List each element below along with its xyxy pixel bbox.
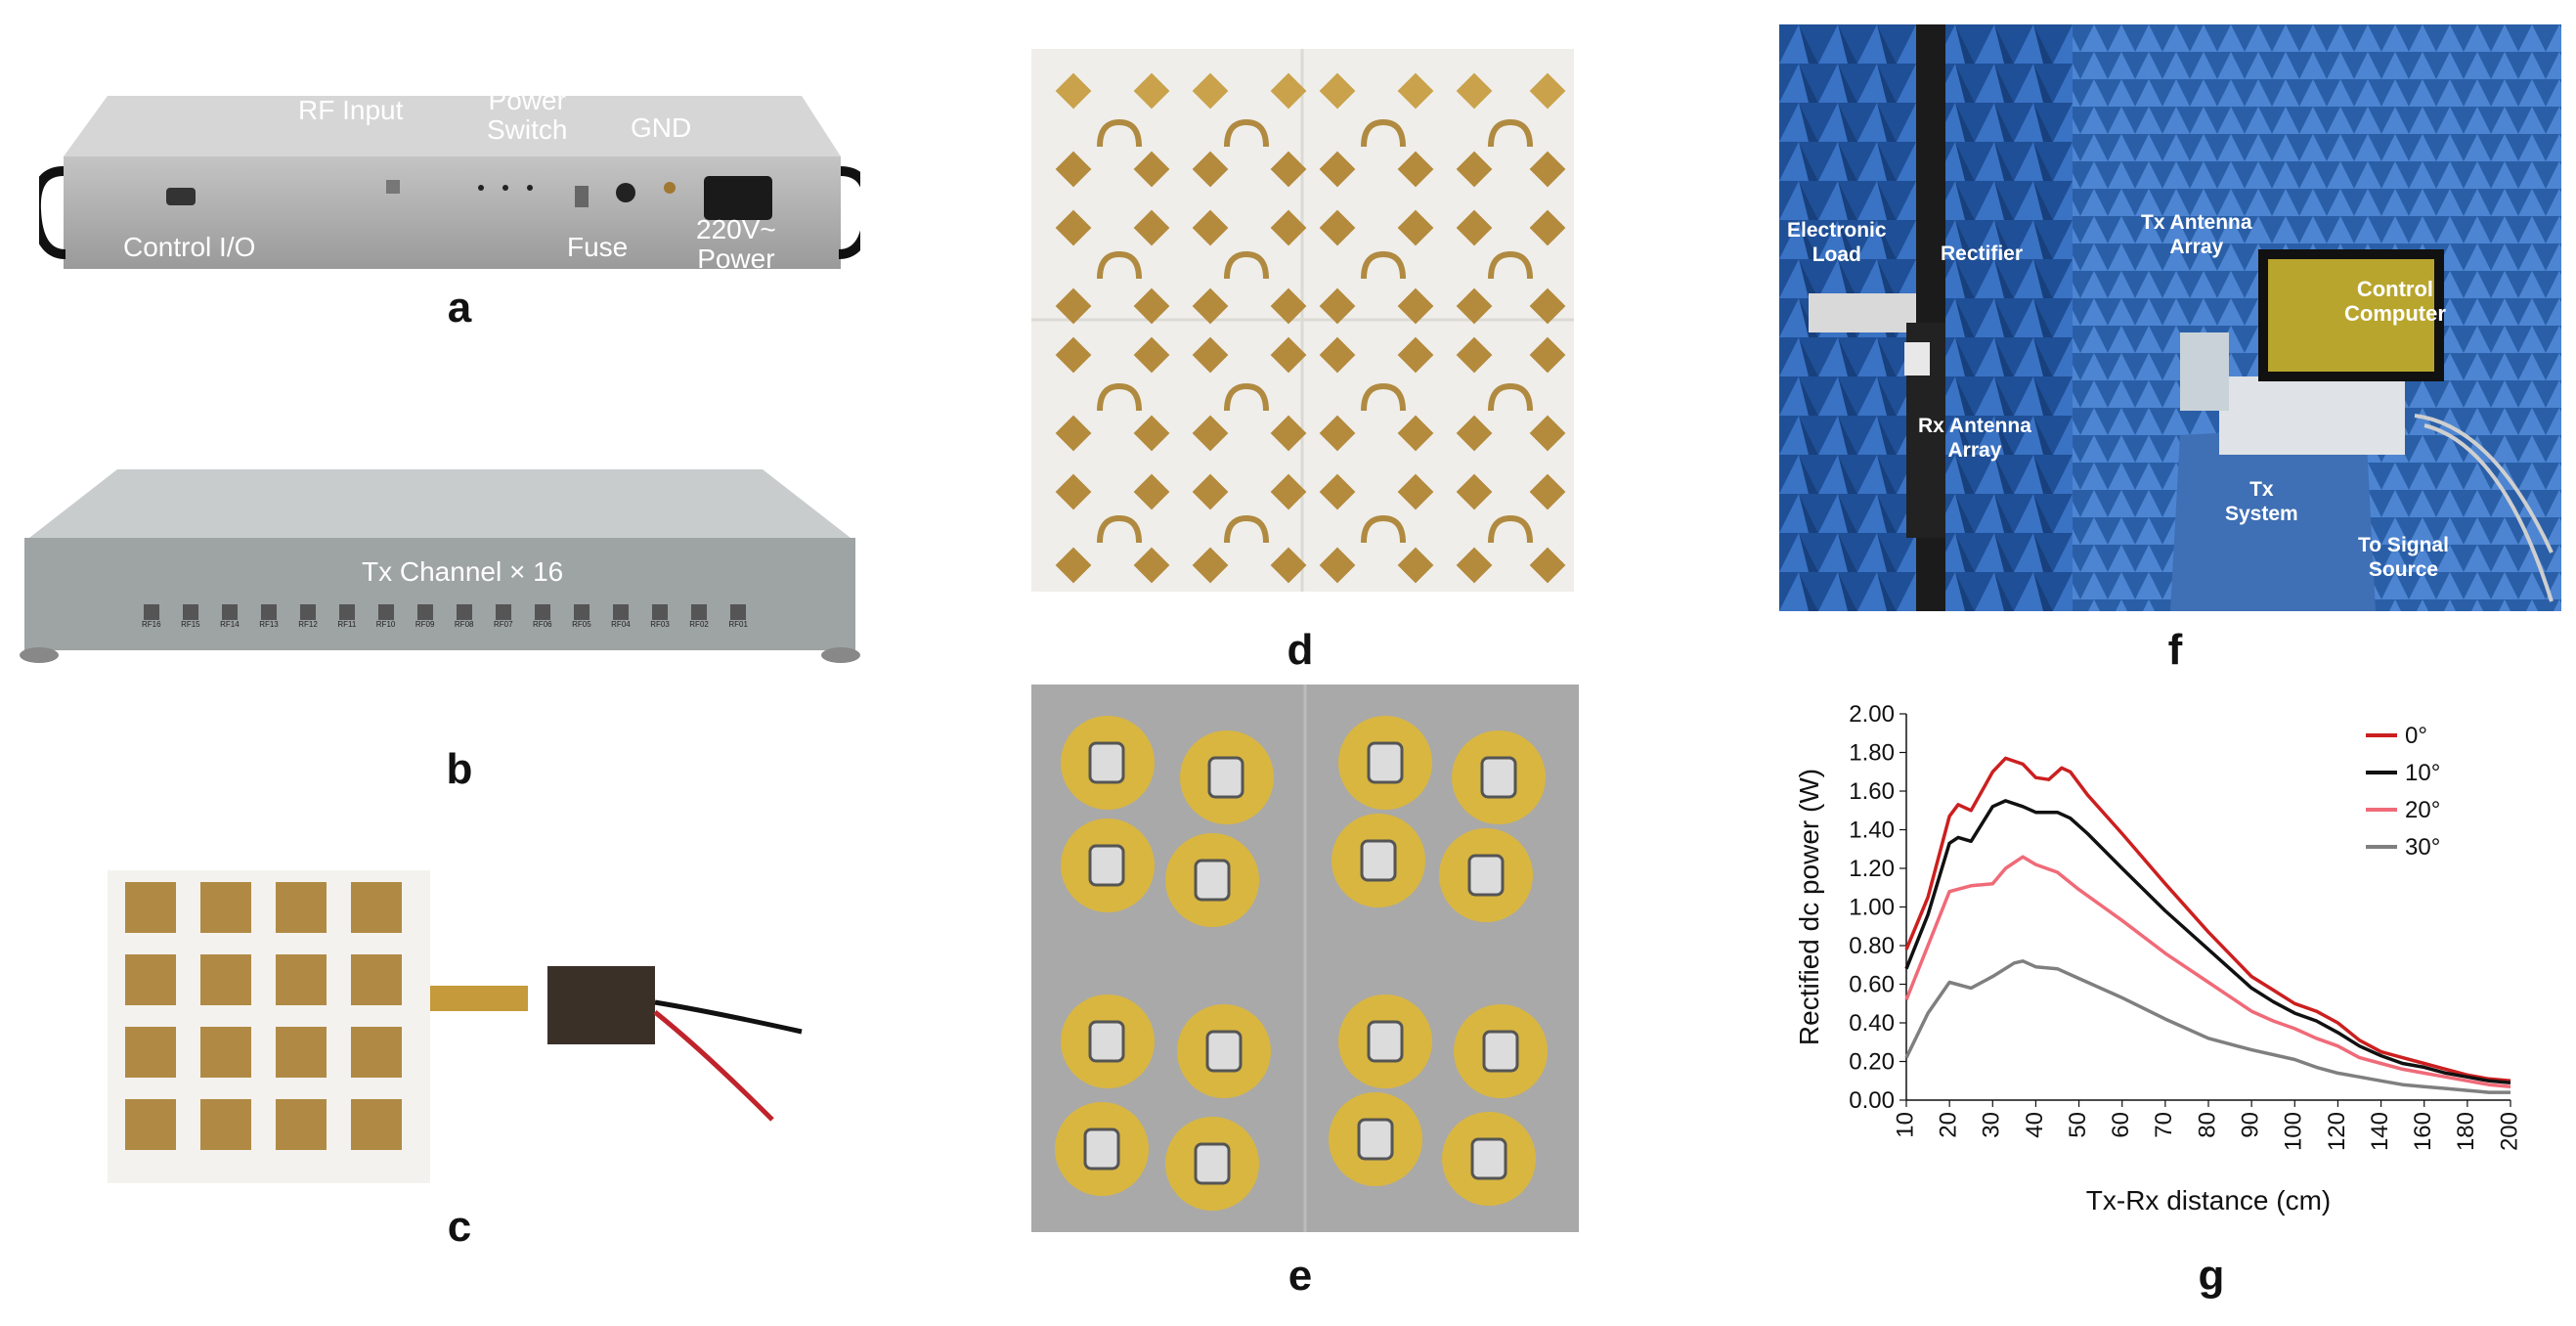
y-tick-label: 2.00 [1849,701,1895,728]
y-tick-label: 0.00 [1849,1087,1895,1114]
series-line-2 [1904,855,2511,1088]
rf-port: RF16 [142,604,161,629]
series-line-0 [1904,756,2511,1083]
panel-e [1031,685,1579,1232]
x-tick-label: 200 [2496,1112,2522,1151]
fuse-label: Fuse [567,232,629,262]
rf-port: RF13 [259,604,279,629]
legend-label-2: 20° [2405,797,2440,823]
tx-system-back-photo [20,469,860,663]
panel-f: Electronic Load Rectifier Tx Antenna Arr… [1779,24,2561,611]
tx-system-label: Tx System [2225,478,2298,525]
series-line-3 [1904,959,2511,1094]
x-tick-label: 180 [2453,1112,2479,1151]
panel-label-c: c [447,1203,472,1251]
rf-port: RF01 [728,604,748,629]
panel-a: RF Input Power Switch GND Control I/O Fu… [39,78,860,284]
y-tick-label: 0.40 [1849,1010,1895,1037]
y-tick-label: 0.20 [1849,1049,1895,1076]
rf-port: RF06 [533,604,552,629]
rx-antenna-array-label: Rx Antenna Array [1918,415,2031,462]
power-label: 220V~ Power [696,214,776,274]
chart-axes: 0.00 0.20 0.40 0.60 0.80 1.00 1.20 1.40 1.60 1.80… [1794,701,2522,1216]
panel-g: 0.00 0.20 0.40 0.60 0.80 1.00 1.20 1.40 1.60 1.80… [1779,689,2561,1237]
panel-label-d: d [1287,626,1314,674]
chart-series-group [1904,756,2511,1094]
x-tick-label: 40 [2022,1112,2048,1138]
chart-legend: 0° 10° 20° 30° [2366,723,2440,861]
x-tick-label: 30 [1979,1112,2005,1138]
y-tick-label: 1.20 [1849,856,1895,882]
rx-array-with-rectifier-photo [108,870,803,1183]
y-tick-label: 1.60 [1849,778,1895,805]
rectified-power-chart: 0.00 0.20 0.40 0.60 0.80 1.00 1.20 1.40 1.60 1.80… [1794,701,2522,1216]
rf-port: RF15 [181,604,200,629]
panel-c [98,861,821,1193]
panel-label-b: b [446,745,473,793]
rf-input-label: RF Input [298,95,404,125]
y-tick-label: 0.60 [1849,972,1895,998]
rf-port: RF11 [337,604,356,629]
tx-channel-label: Tx Channel × 16 [362,556,564,587]
x-axis-title: Tx-Rx distance (cm) [2086,1185,2331,1216]
x-tick-label: 140 [2367,1112,2393,1151]
panel-label-g: g [2198,1252,2225,1300]
x-tick-label: 90 [2237,1112,2263,1138]
anechoic-chamber-setup-photo [1779,24,2561,611]
rf-port: RF09 [415,604,434,629]
x-tick-label: 120 [2324,1112,2350,1151]
power-switch-label: Power Switch [487,85,568,145]
x-tick-label: 10 [1892,1112,1918,1138]
rf-port: RF02 [689,604,709,629]
panel-label-f: f [2167,626,2183,674]
to-signal-source-label: To Signal Source [2358,534,2449,581]
rf-port-row: RF16 RF15 RF14 RF13 RF12 RF11 RF10 RF09 … [142,604,748,629]
rf-port: RF08 [455,604,473,629]
tx-antenna-subarrays-photo [1031,49,1574,592]
x-tick-label: 160 [2410,1112,2436,1151]
rf-port: RF05 [572,604,591,629]
control-io-label: Control I/O [123,232,256,262]
rf-port: RF03 [650,604,670,629]
rf-port: RF14 [220,604,240,629]
tx-array-backside-photo [1031,685,1579,1232]
rf-port: RF07 [494,604,513,629]
panel-label-e: e [1288,1252,1313,1300]
rectifier-label: Rectifier [1941,243,2024,265]
panel-d [1031,49,1574,592]
y-tick-label: 1.40 [1849,818,1895,844]
y-tick-label: 1.80 [1849,740,1895,767]
control-computer-label: Control Computer [2344,277,2446,326]
y-tick-label: 0.80 [1849,933,1895,959]
panel-b: Tx Channel × 16 RF16 RF15 RF14 RF13 RF12… [10,460,870,675]
x-tick-label: 20 [1935,1112,1961,1138]
rf-port: RF12 [298,604,318,629]
gnd-label: GND [631,112,692,143]
x-tick-label: 100 [2281,1112,2307,1151]
x-tick-label: 50 [2065,1112,2091,1138]
x-tick-label: 60 [2108,1112,2134,1138]
y-axis-title: Rectified dc power (W) [1794,769,1824,1045]
x-tick-label: 70 [2151,1112,2177,1138]
rf-port: RF10 [376,604,395,629]
y-tick-label: 1.00 [1849,895,1895,921]
tx-antenna-array-label: Tx Antenna Array [2141,211,2252,258]
series-line-1 [1904,799,2511,1084]
rf-port: RF04 [611,604,631,629]
legend-label-3: 30° [2405,834,2440,861]
legend-label-1: 10° [2405,760,2440,786]
legend-label-0: 0° [2405,723,2427,749]
electronic-load-label: Electronic Load [1787,219,1887,266]
tx-system-front-photo [39,96,860,269]
x-tick-label: 80 [2194,1112,2220,1138]
panel-label-a: a [447,284,472,332]
